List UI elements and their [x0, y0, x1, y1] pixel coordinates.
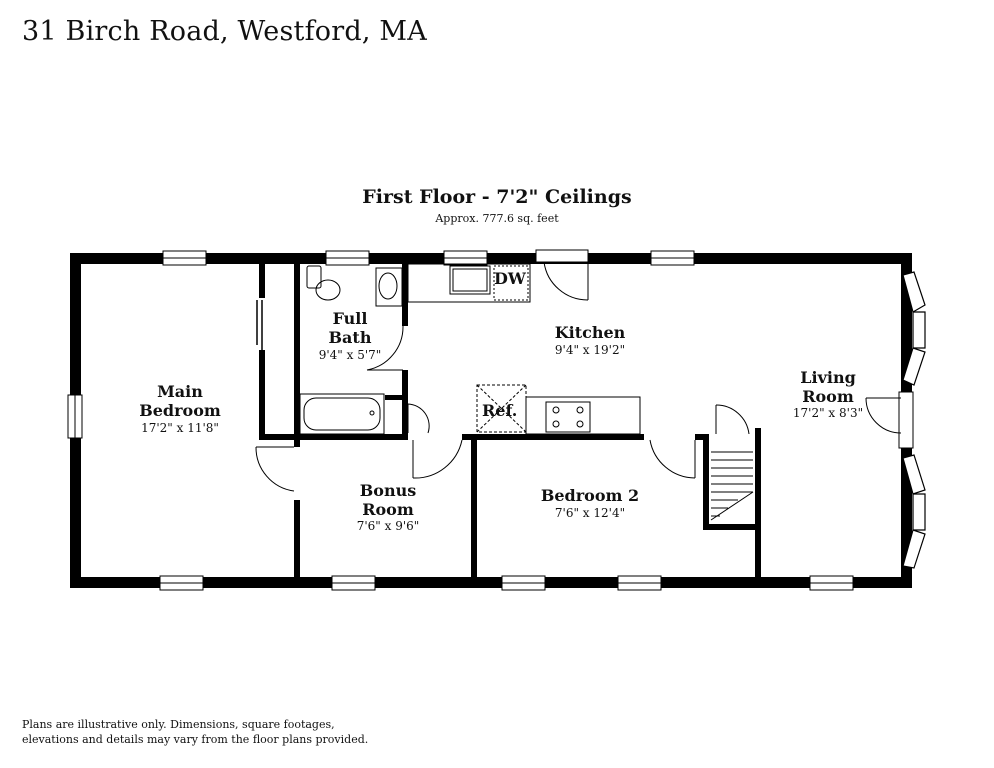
- bay-windows: [902, 271, 926, 569]
- window-lines: [74, 257, 853, 584]
- kitchen-fixtures: [407, 263, 641, 435]
- main-bedroom-dims: 17'2" x 11'8": [141, 421, 219, 435]
- living-room-label-line1: Living: [800, 368, 856, 387]
- refrigerator-label: Ref.: [482, 401, 518, 420]
- doors: [255, 249, 902, 492]
- stairs: [710, 451, 754, 521]
- floor-title: First Floor - 7'2" Ceilings: [362, 186, 632, 208]
- bedroom-2-label: Bedroom 2: [540, 486, 640, 505]
- bedroom-2-dims: 7'6" x 12'4": [554, 506, 626, 520]
- bonus-room-label-line1: Bonus: [359, 481, 417, 500]
- main-bedroom-label: Main Bedroom: [115, 382, 245, 420]
- floor-area: Approx. 777.6 sq. feet: [435, 212, 559, 225]
- bonus-room-label: Bonus Room: [335, 481, 441, 519]
- full-bath-label-line1: Full: [332, 309, 368, 328]
- disclaimer: Plans are illustrative only. Dimensions,…: [22, 717, 442, 747]
- living-room-label: Living Room: [775, 368, 881, 406]
- full-bath-label: Full Bath: [300, 309, 400, 347]
- interior-walls: [259, 264, 761, 580]
- property-address: 31 Birch Road, Westford, MA: [22, 16, 427, 47]
- kitchen-label: Kitchen: [554, 323, 626, 342]
- full-bath-label-line2: Bath: [328, 328, 372, 347]
- disclaimer-line-1: Plans are illustrative only. Dimensions,…: [22, 718, 335, 731]
- kitchen-dims: 9'4" x 19'2": [554, 343, 626, 357]
- bonus-room-dims: 7'6" x 9'6": [356, 519, 420, 533]
- disclaimer-line-2: elevations and details may vary from the…: [22, 733, 369, 746]
- living-room-label-line2: Room: [802, 387, 854, 406]
- bonus-room-label-line2: Room: [362, 500, 414, 519]
- living-room-dims: 17'2" x 8'3": [792, 406, 864, 420]
- main-bedroom-label-line2: Bedroom: [139, 401, 221, 420]
- bath-fixtures: [299, 265, 403, 435]
- main-bedroom-label-line1: Main: [157, 382, 203, 401]
- dishwasher-label: DW: [494, 269, 526, 288]
- full-bath-dims: 9'4" x 5'7": [318, 348, 382, 362]
